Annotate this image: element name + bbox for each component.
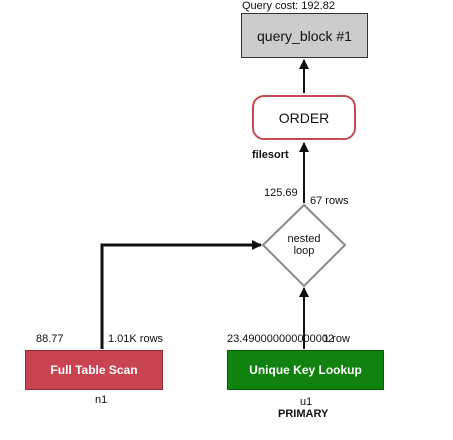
full-table-scan-node[interactable]: Full Table Scan: [25, 350, 163, 390]
unique-key-lookup-rows: 1 row: [323, 333, 350, 345]
full-table-scan-cost: 88.77: [36, 333, 64, 345]
unique-key-lookup-node[interactable]: Unique Key Lookup: [227, 350, 384, 390]
unique-key-lookup-table: u1: [300, 396, 313, 408]
unique-key-lookup-label: Unique Key Lookup: [249, 363, 362, 377]
query-block-label: query_block #1: [257, 27, 352, 44]
query-cost-label: Query cost: 192.82: [242, 0, 335, 12]
full-table-scan-label: Full Table Scan: [50, 363, 138, 377]
order-node[interactable]: ORDER: [252, 95, 356, 140]
nested-loop-diamond[interactable]: [261, 203, 347, 288]
nested-loop-rows: 67 rows: [310, 195, 349, 207]
order-label: ORDER: [278, 109, 330, 126]
filesort-label: filesort: [252, 149, 289, 161]
full-table-scan-rows: 1.01K rows: [108, 333, 164, 345]
query-block-node[interactable]: query_block #1: [241, 13, 368, 58]
nested-loop-label: nested loop: [274, 233, 334, 257]
edge-full-table-scan-to-nested-loop: [100, 240, 262, 349]
nested-loop-label-line2: loop: [293, 245, 315, 257]
unique-key-lookup-cost: 23.490000000000002: [227, 333, 335, 345]
full-table-scan-table: n1: [95, 394, 108, 406]
nested-loop-cost: 125.69: [264, 187, 298, 199]
unique-key-lookup-key: PRIMARY: [278, 408, 329, 420]
nested-loop-label-line1: nested: [287, 233, 321, 245]
